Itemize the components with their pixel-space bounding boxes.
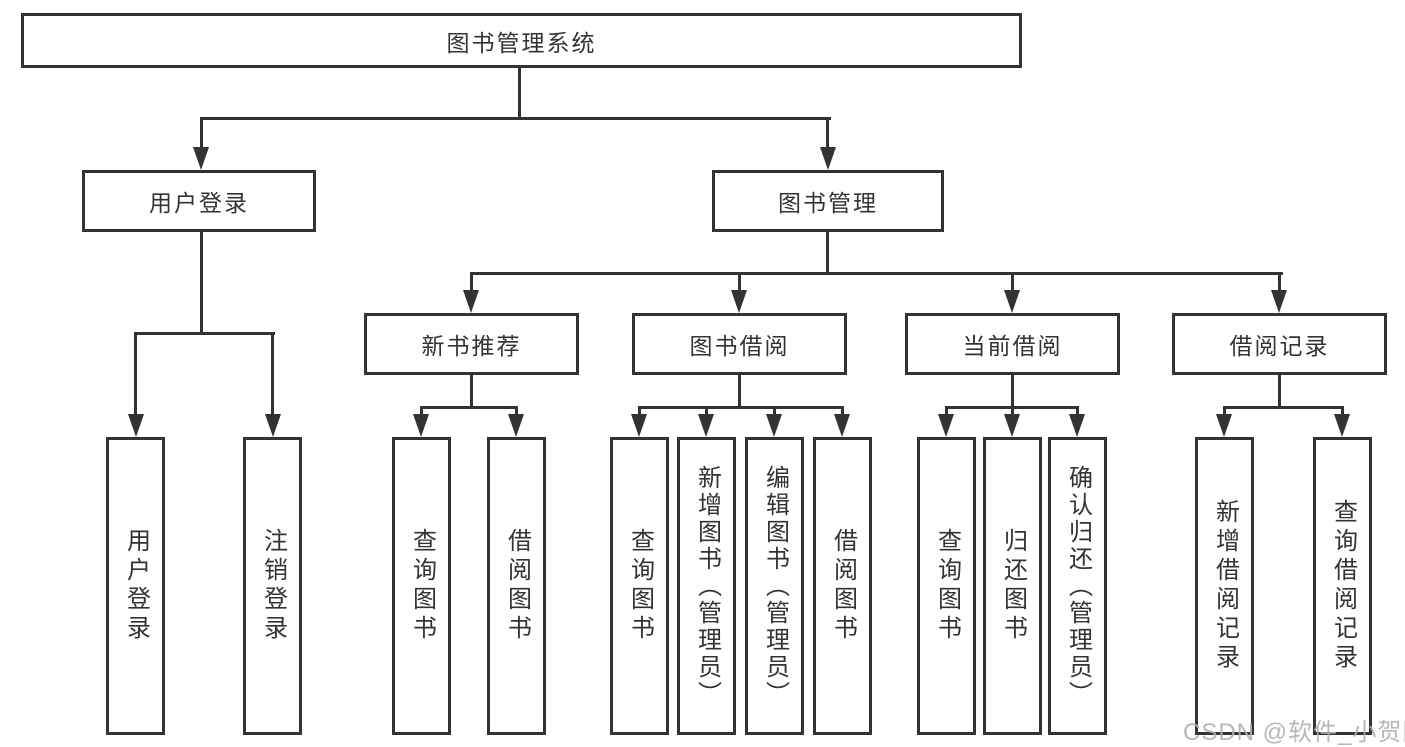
connector-line — [135, 332, 275, 335]
connector-line — [470, 272, 473, 292]
connector-line — [638, 406, 641, 420]
arrowhead-down-icon — [463, 290, 479, 313]
arrowhead-down-icon — [698, 414, 714, 437]
arrowhead-down-icon — [128, 414, 144, 437]
node-borrow-records: 借阅记录 — [1172, 313, 1387, 375]
connector-line — [705, 406, 708, 420]
connector-line — [271, 332, 274, 417]
arrowhead-down-icon — [731, 290, 747, 313]
node-current-borrow: 当前借阅 — [905, 313, 1120, 375]
arrowhead-down-icon — [938, 414, 954, 437]
connector-line — [773, 406, 776, 420]
node-book-management: 图书管理 — [712, 170, 944, 232]
leaf-logout: 注销登录 — [243, 437, 302, 735]
connector-line — [1011, 375, 1014, 409]
leaf-borrow-edit-books-admin: 编辑图书（管理员） — [745, 437, 804, 735]
arrowhead-down-icon — [193, 147, 209, 170]
connector-line — [945, 406, 948, 420]
arrowhead-down-icon — [413, 414, 429, 437]
connector-line — [1011, 272, 1014, 292]
leaf-recommend-borrow-books: 借阅图书 — [487, 437, 546, 735]
node-user-login: 用户登录 — [82, 170, 316, 232]
node-new-book-recommend: 新书推荐 — [364, 313, 579, 375]
connector-line — [518, 68, 521, 119]
arrowhead-down-icon — [1069, 414, 1085, 437]
leaf-current-return-books: 归还图书 — [983, 437, 1042, 735]
arrowhead-down-icon — [1334, 414, 1350, 437]
leaf-user-login: 用户登录 — [106, 437, 165, 735]
connector-line — [841, 406, 844, 420]
connector-line — [738, 375, 741, 409]
arrowhead-down-icon — [508, 414, 524, 437]
leaf-borrow-borrow-books: 借阅图书 — [813, 437, 872, 735]
connector-line — [200, 231, 203, 335]
arrowhead-down-icon — [766, 414, 782, 437]
leaf-current-confirm-return-admin: 确认归还（管理员） — [1048, 437, 1107, 735]
connector-line — [638, 406, 844, 409]
connector-line — [1223, 406, 1344, 409]
connector-line — [200, 117, 831, 120]
leaf-records-query-record: 查询借阅记录 — [1313, 437, 1372, 735]
connector-line — [826, 231, 829, 275]
arrowhead-down-icon — [631, 414, 647, 437]
connector-line — [420, 406, 518, 409]
connector-line — [1278, 375, 1281, 409]
leaf-records-add-record: 新增借阅记录 — [1195, 437, 1254, 735]
arrowhead-down-icon — [265, 414, 281, 437]
connector-line — [1011, 406, 1014, 420]
connector-line — [1278, 272, 1281, 292]
arrowhead-down-icon — [1004, 414, 1020, 437]
watermark: CSDN @软件_小贺同学 — [1183, 719, 1405, 746]
connector-line — [1341, 406, 1344, 420]
connector-line — [200, 117, 203, 151]
node-library-system: 图书管理系统 — [21, 13, 1022, 68]
arrowhead-down-icon — [1271, 290, 1287, 313]
leaf-borrow-query-books: 查询图书 — [610, 437, 669, 735]
connector-line — [134, 332, 137, 417]
connector-line — [515, 406, 518, 420]
arrowhead-down-icon — [1216, 414, 1232, 437]
leaf-recommend-query-books: 查询图书 — [392, 437, 451, 735]
arrowhead-down-icon — [820, 147, 836, 170]
connector-line — [738, 272, 741, 292]
arrowhead-down-icon — [834, 414, 850, 437]
connector-line — [470, 272, 1283, 275]
connector-line — [1223, 406, 1226, 420]
connector-line — [470, 375, 473, 409]
leaf-current-query-books: 查询图书 — [917, 437, 976, 735]
connector-line — [420, 406, 423, 420]
connector-line — [826, 117, 829, 151]
node-book-borrow: 图书借阅 — [632, 313, 847, 375]
connector-line — [1076, 406, 1079, 420]
arrowhead-down-icon — [1004, 290, 1020, 313]
leaf-borrow-add-books-admin: 新增图书（管理员） — [677, 437, 736, 735]
